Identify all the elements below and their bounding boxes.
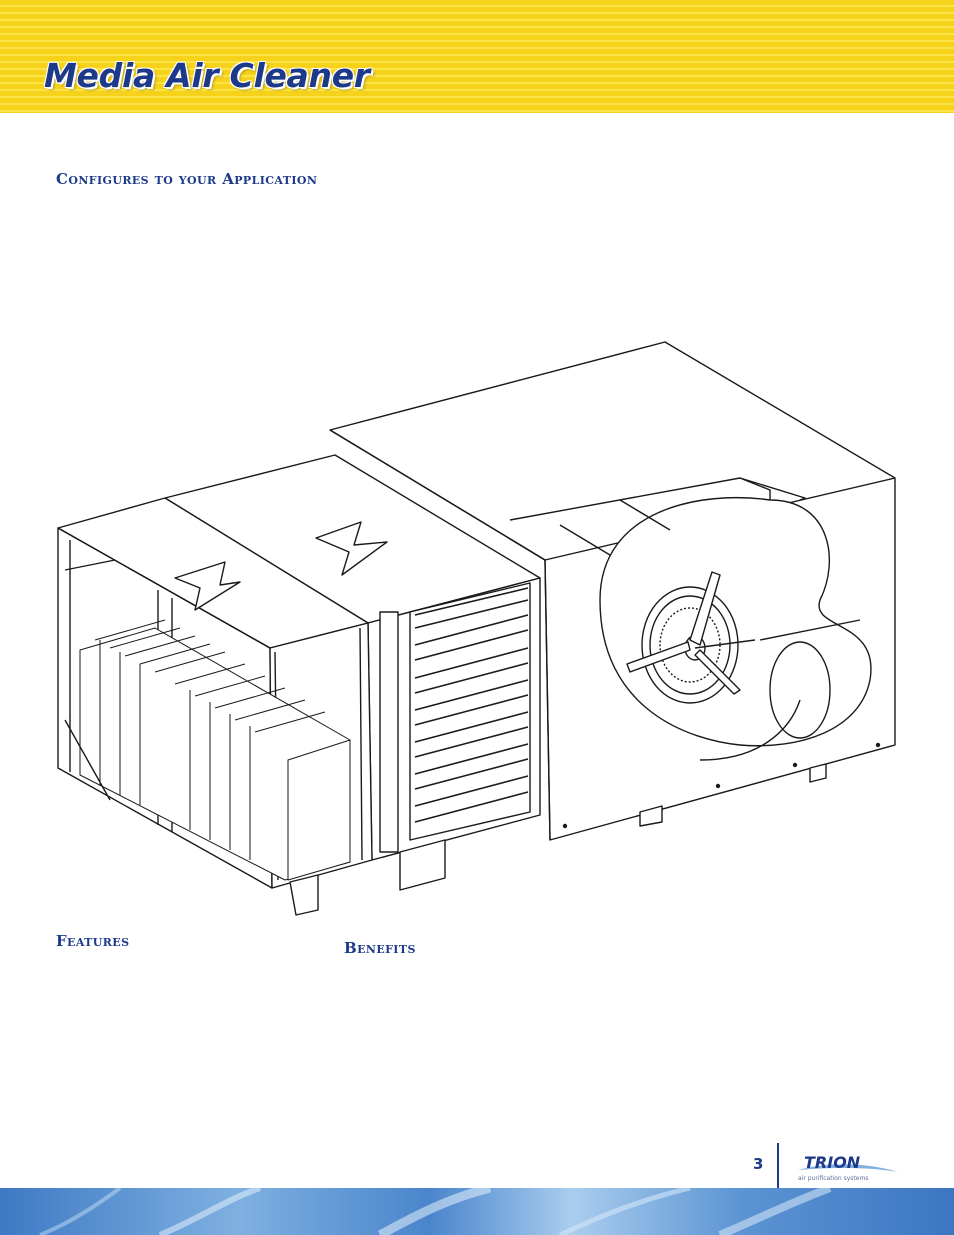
page-title: Media Air Cleaner [44, 56, 370, 95]
section-heading-benefits: Benefits [344, 939, 416, 957]
footer-band [0, 1188, 954, 1235]
page-number: 3 [753, 1155, 764, 1173]
footer-divider [777, 1143, 779, 1188]
svg-text:TRION: TRION [804, 1153, 861, 1172]
air-handler-illustration [57, 341, 896, 916]
filter-section [164, 454, 541, 891]
section-heading-features: Features [56, 932, 130, 950]
blower-housing [329, 341, 896, 841]
section-heading-configures: Configures to your Application [56, 170, 318, 188]
footer-texture [39, 1188, 832, 1235]
svg-text:air purification systems: air purification systems [798, 1175, 868, 1182]
trion-logo: TRION air purification systems [798, 1153, 898, 1182]
prefilter-section [57, 497, 373, 916]
header-band [0, 0, 954, 113]
